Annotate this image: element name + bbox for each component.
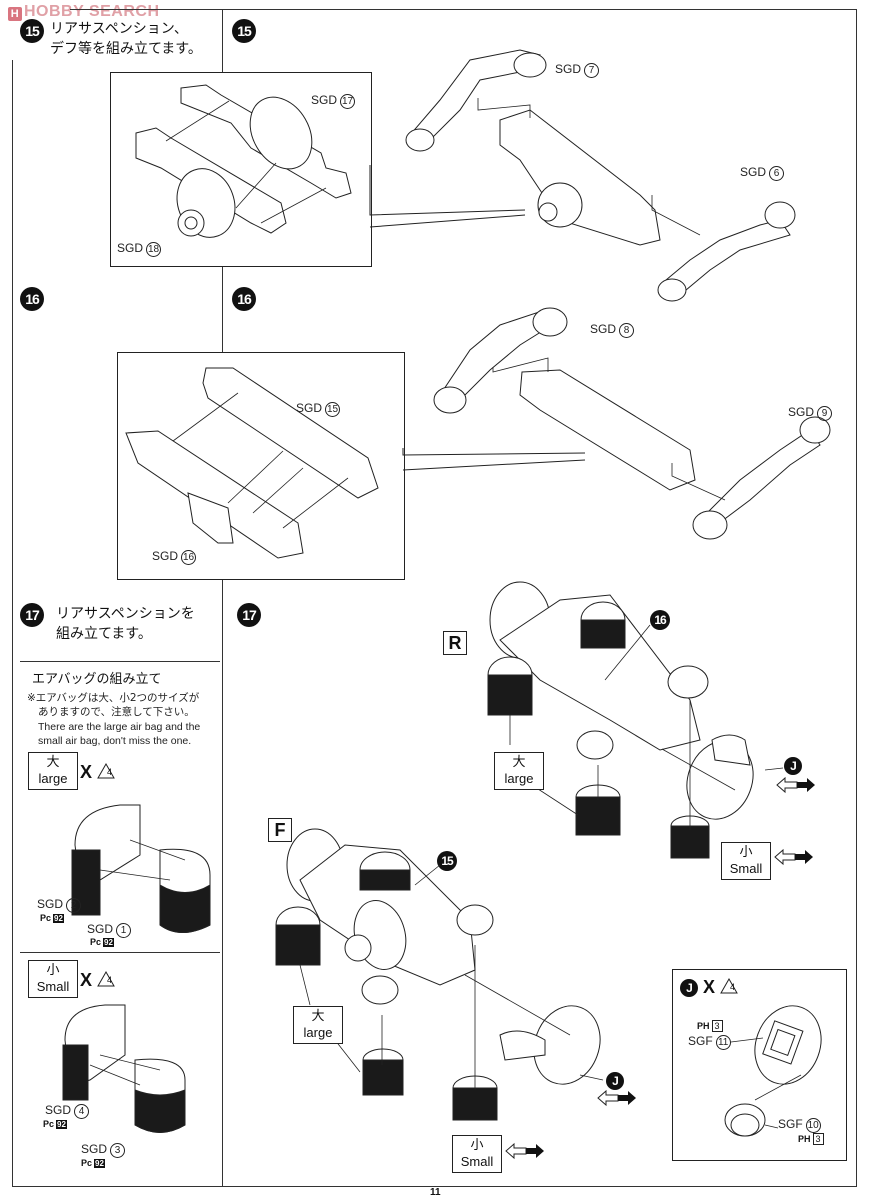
frame-top <box>70 9 857 10</box>
step-15-badge-right: 15 <box>232 19 256 43</box>
front-small-direction-arrow-icon <box>505 1142 544 1160</box>
front-marker: F <box>268 818 292 842</box>
tail-lamp-drawing <box>724 1005 822 1137</box>
rear-small-direction-arrow-icon <box>774 848 813 866</box>
divider-large-small <box>20 952 220 953</box>
airbag-note-en-line2: small air bag, don't miss the one. <box>38 735 192 747</box>
rear-axle-housing-drawing <box>135 84 352 238</box>
j-detail-marker: J <box>680 979 698 997</box>
airbag-note-jp-line1: ※エアバッグは大、小2つのサイズが <box>27 692 200 704</box>
step-15-badge-left: 15 <box>20 19 44 43</box>
crossmember-drawing <box>125 367 379 559</box>
front-j-marker: J <box>606 1072 624 1090</box>
hobby-search-logo-icon: H <box>8 7 22 21</box>
step-15-title-line2: デフ等を組み立てます。 <box>50 41 202 57</box>
watermark-text: HOBBY SEARCH <box>24 3 160 20</box>
callout-step-16: 16 <box>650 610 670 630</box>
step-17-badge-right: 17 <box>237 603 261 627</box>
step-16-callout-lines <box>402 448 586 471</box>
j-detail-quantity: X 4 <box>703 977 738 998</box>
step-17-title-line1: リアサスペンションを <box>56 606 195 622</box>
airbag-note-jp-line2: ありますので、注意して下さい。 <box>38 706 195 718</box>
frame-bottom <box>12 1186 857 1187</box>
frame-left <box>12 60 13 1187</box>
airbag-heading: エアバッグの組み立て <box>32 672 162 687</box>
front-j-direction-arrow-icon <box>597 1089 636 1107</box>
step-15-callout-lines <box>369 165 526 228</box>
rear-j-marker: J <box>784 757 802 775</box>
column-divider <box>222 9 223 1186</box>
divider-airbag <box>20 661 220 662</box>
step-15-main-drawing <box>405 49 796 302</box>
rear-j-direction-arrow-icon <box>776 776 815 794</box>
warning-triangle-icon <box>720 977 738 994</box>
step-17-badge-left: 17 <box>20 603 44 627</box>
small-airbag-drawing <box>62 1004 186 1133</box>
frame-right <box>856 9 857 1187</box>
airbag-note-en-line1: There are the large air bag and the <box>38 721 201 733</box>
callout-step-15: 15 <box>437 851 457 871</box>
step-16-main-drawing <box>433 307 831 540</box>
step-16-badge-right: 16 <box>232 287 256 311</box>
page-number: 11 <box>430 1187 441 1198</box>
step-15-title-line1: リアサスペンション、 <box>50 21 188 37</box>
step-16-badge-left: 16 <box>20 287 44 311</box>
warning-triangle-icon <box>97 762 115 779</box>
warning-triangle-icon <box>97 970 115 987</box>
rear-marker: R <box>443 631 467 655</box>
large-quantity: X 4 <box>80 762 115 783</box>
small-quantity: X 4 <box>80 970 115 991</box>
step-17-title-line2: 組み立てます。 <box>56 626 152 642</box>
large-airbag-drawing <box>71 804 211 933</box>
